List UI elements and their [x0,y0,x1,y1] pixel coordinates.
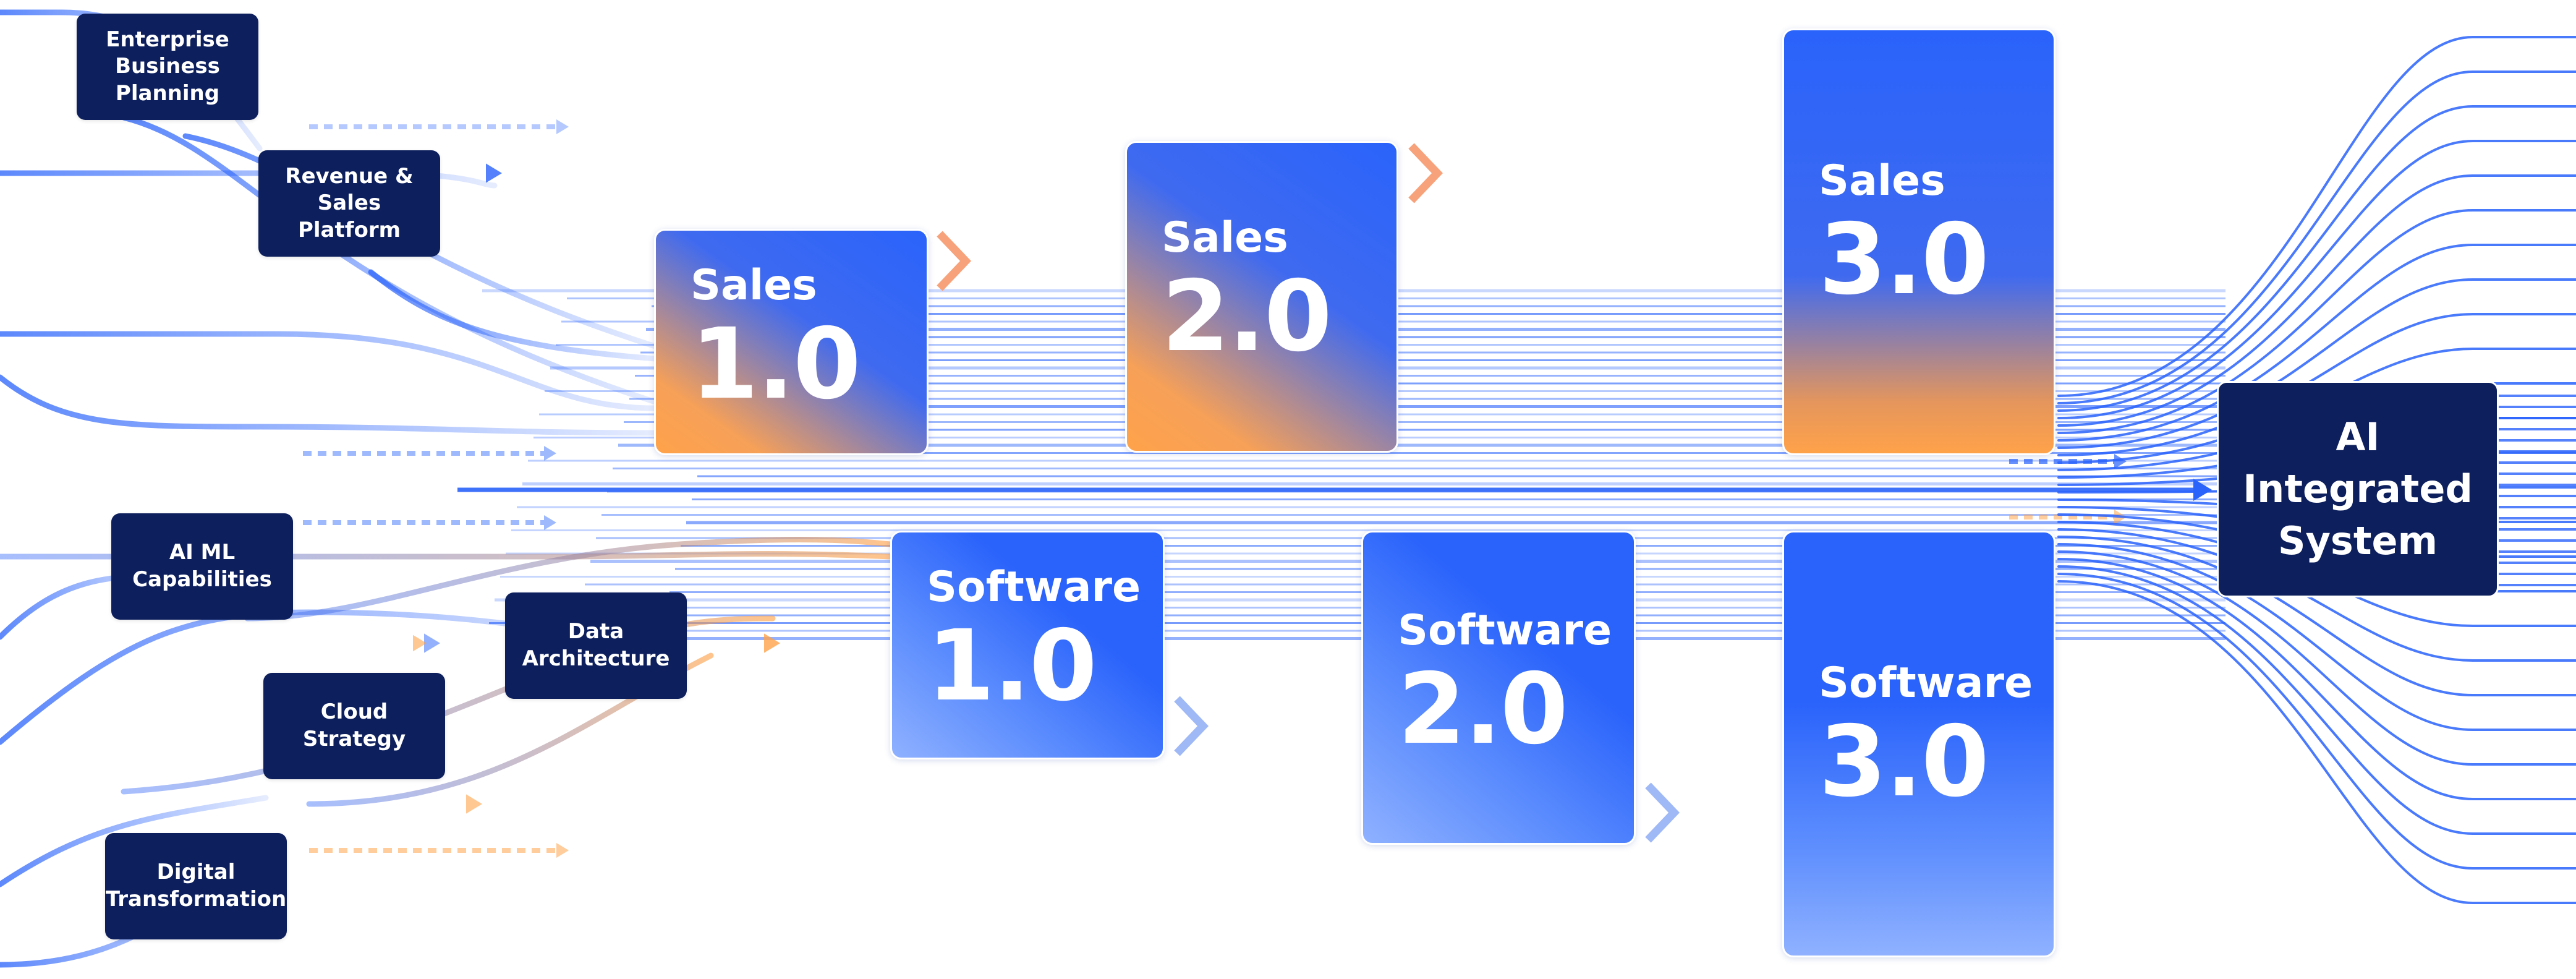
software-3-0-card: Software 3.0 [1782,531,2055,957]
arrow-head-icon [2114,454,2127,469]
chevron-right-icon [1174,696,1209,756]
outgoing-flow-line [2057,558,2576,800]
software-3-0-title: Software [1819,659,2033,708]
arrow-head-icon [556,843,569,858]
arrow-head-icon [764,633,780,653]
incoming-flow-line [368,269,658,362]
chevron-right-icon [937,231,971,291]
software-2-0-version: 2.0 [1398,652,1568,766]
source-data-architecture: Data Architecture [505,592,687,699]
incoming-flow-line [0,795,269,887]
outgoing-flow-line [2057,278,2576,449]
source-revenue-sales-platform: Revenue & Sales Platform [258,150,440,257]
source-cloud-strategy: Cloud Strategy [263,673,445,779]
outgoing-flow-line [2057,573,2576,870]
outgoing-flow-line [2057,550,2576,766]
outgoing-flow-line [2057,244,2576,442]
arrow-head-icon [2193,479,2212,501]
outgoing-flow-line [2057,528,2576,662]
software-2-0-title: Software [1398,606,1612,655]
source-enterprise-business-planning: Enterprise Business Planning [77,14,258,120]
arrow-head-icon [544,446,556,461]
arrow-head-icon [544,515,556,530]
sales-2-0-version: 2.0 [1162,260,1332,374]
outgoing-flow-line [2057,565,2576,835]
outgoing-flow-line [2057,536,2576,696]
outgoing-flow-line [2057,580,2576,904]
outgoing-flow-line [2057,36,2576,397]
sales-3-0-title: Sales [1819,156,1945,205]
chevron-right-icon [1645,782,1680,843]
outgoing-flow-line [2057,140,2576,419]
outgoing-flow-line [2057,174,2576,427]
sales-2-0-card: Sales 2.0 [1125,141,1398,453]
arrow-head-icon [466,794,482,814]
arrow-head-icon [424,633,440,653]
software-1-0-card: Software 1.0 [890,531,1165,759]
software-2-0-card: Software 2.0 [1361,531,1636,845]
incoming-flow-line [244,537,893,622]
arrow-head-icon [486,163,502,183]
incoming-flow-line [0,331,658,411]
outgoing-flow-line [2057,105,2576,412]
software-3-0-version: 3.0 [1819,705,1989,819]
chevron-right-icon [1408,143,1443,203]
arrow-head-icon [556,119,569,134]
sales-3-0-version: 3.0 [1819,203,1989,317]
outgoing-flow-line [2057,543,2576,731]
source-digital-transformation: Digital Transformation [105,833,287,939]
outgoing-flow-line [2057,209,2576,434]
incoming-flow-line [0,374,658,436]
sales-3-0-card: Sales 3.0 [1782,28,2055,455]
sales-1-0-title: Sales [691,261,817,310]
outgoing-flow-line [2057,71,2576,404]
software-1-0-title: Software [927,563,1141,612]
sales-2-0-title: Sales [1162,213,1288,262]
software-1-0-version: 1.0 [927,609,1097,723]
sales-1-0-card: Sales 1.0 [654,229,929,455]
arrow-head-icon [413,635,427,652]
ai-integrated-system-box: AI Integrated System [2217,381,2499,597]
source-ai-ml-capabilities: AI ML Capabilities [111,513,293,620]
sales-1-0-version: 1.0 [691,307,861,421]
